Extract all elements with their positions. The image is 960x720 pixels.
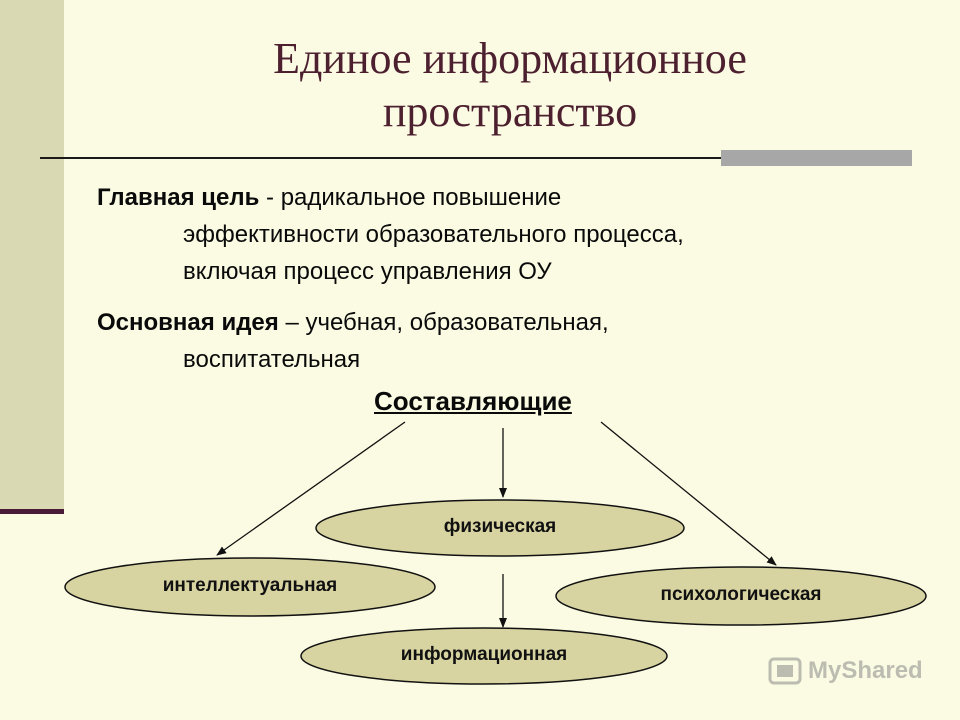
arrow-to-psychological <box>600 421 777 566</box>
node-intellectual-ellipse <box>64 557 436 617</box>
watermark-logo-icon <box>768 657 802 685</box>
title-accent-bar <box>721 150 912 166</box>
idea-text-2: воспитательная <box>183 346 361 373</box>
idea-separator: – <box>278 309 306 336</box>
watermark: MyShared <box>768 656 923 686</box>
watermark-text: MyShared <box>808 657 923 684</box>
title-line-1: Единое информационное <box>273 34 747 83</box>
node-physical-label: физическая <box>443 516 557 537</box>
title-line-2: пространство <box>382 87 638 136</box>
goal-text-3: включая процесс управления ОУ <box>183 258 552 285</box>
goal-text-1: радикальное повышение <box>280 184 562 211</box>
goal-paragraph: Главная цель - радикальное повышение эфф… <box>97 179 684 290</box>
node-psychological-ellipse <box>555 566 927 626</box>
goal-text-2: эффективности образовательного процесса, <box>183 221 684 248</box>
node-intellectual-label: интеллектуальная <box>162 575 338 596</box>
node-psychological-label: психологическая <box>660 584 822 605</box>
arrow-to-intellectual <box>216 421 406 556</box>
node-informational-ellipse <box>300 627 668 685</box>
components-heading: Составляющие <box>374 386 572 416</box>
idea-paragraph: Основная идея – учебная, образовательная… <box>97 304 609 378</box>
node-informational-label: информационная <box>400 644 568 665</box>
title-rule <box>40 157 912 159</box>
left-decor-underline <box>0 509 64 514</box>
goal-label: Главная цель <box>97 184 260 211</box>
left-decor-bar <box>0 0 64 512</box>
node-physical-ellipse <box>315 499 685 557</box>
slide-title: Единое информационное пространство <box>190 32 830 138</box>
idea-label: Основная идея <box>97 309 279 336</box>
idea-text-1: учебная, образовательная, <box>305 309 609 336</box>
goal-separator: - <box>259 184 281 211</box>
